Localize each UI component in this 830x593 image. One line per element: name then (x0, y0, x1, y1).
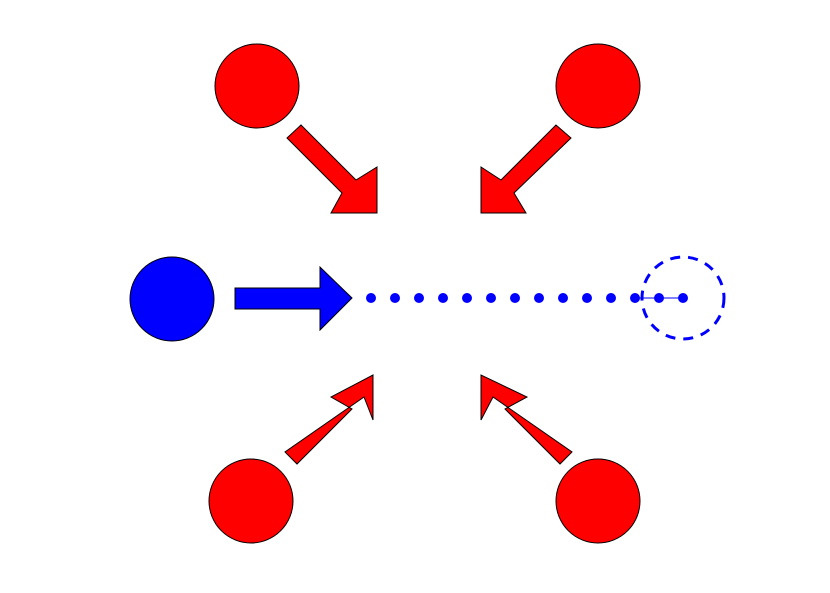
blue-arrow (234, 265, 353, 332)
red-arrow-top-right (480, 124, 572, 214)
red-arrow-bottom-right (480, 374, 573, 465)
red-particle-bottom-left (208, 458, 294, 544)
red-particle-top-left (214, 43, 300, 129)
red-arrow-top-left (286, 124, 378, 214)
red-arrow-bottom-left (284, 374, 374, 465)
red-particle-bottom-right (555, 458, 641, 544)
red-particle-top-right (555, 43, 641, 129)
blue-particle (129, 256, 215, 342)
target-dashed-circle (640, 255, 726, 341)
